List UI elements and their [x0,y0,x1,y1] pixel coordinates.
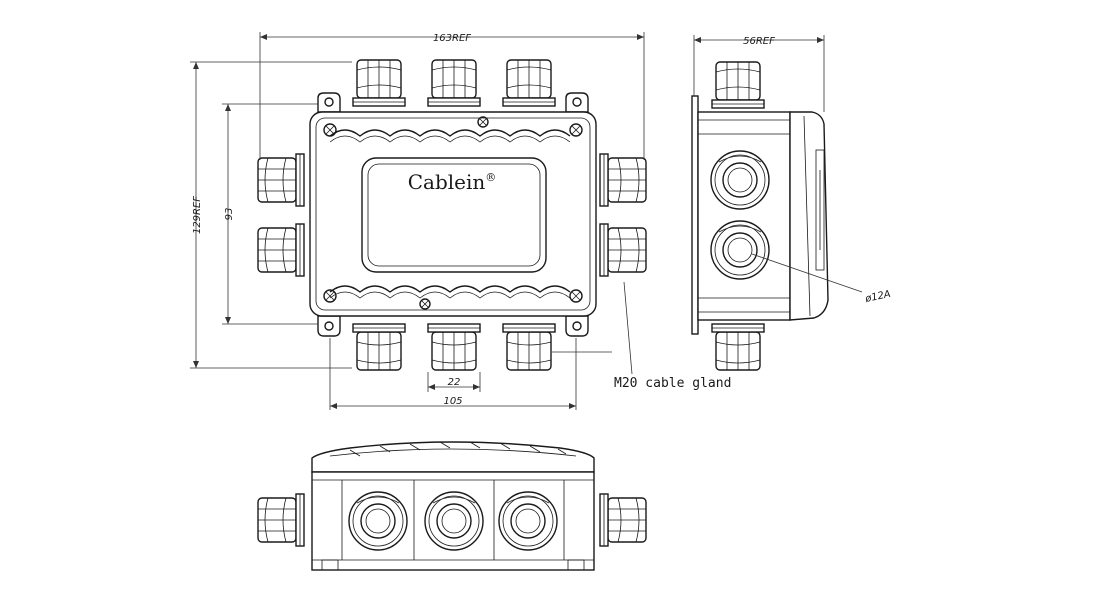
dim-hole-diameter: ø12A [863,289,892,305]
side-body [697,111,791,321]
gland-left-1 [257,153,305,207]
gland-top-2 [427,59,481,107]
gland-bottom-3 [502,323,556,371]
gland-top-1 [352,59,406,107]
side-view [691,61,829,371]
brand-logo: Cablein® [408,170,497,194]
enclosure-body [309,111,597,317]
gland-bottom-2 [427,323,481,371]
screw-icon [323,116,583,310]
side-gland-top [711,61,765,109]
gland-callout: M20 cable gland [614,376,731,391]
bottom-gland-right [599,493,647,547]
bottom-view [257,441,647,571]
side-gland-bottom [711,323,765,371]
bottom-body [311,471,595,571]
gland-left-2 [257,223,305,277]
dim-pitch-22: 22 [448,377,461,388]
gland-bottom-1 [352,323,406,371]
dim-height-93: 93 [224,208,235,221]
side-dimensions: 56REF ø12A [693,35,892,305]
gland-right-2 [599,223,647,277]
label-panel [361,157,547,273]
dim-side-width-56: 56REF [743,36,775,47]
bottom-gland-left [257,493,305,547]
bottom-lid [311,441,595,473]
front-dimensions: 163REF 129REF 93 22 105 M20 cable gland [190,32,731,410]
dim-height-129: 129REF [192,196,203,234]
front-view: Cablein® [257,59,647,371]
dim-width-105: 105 [443,396,462,407]
gland-right-1 [599,153,647,207]
gland-top-3 [502,59,556,107]
dim-width-163: 163REF [433,33,471,44]
